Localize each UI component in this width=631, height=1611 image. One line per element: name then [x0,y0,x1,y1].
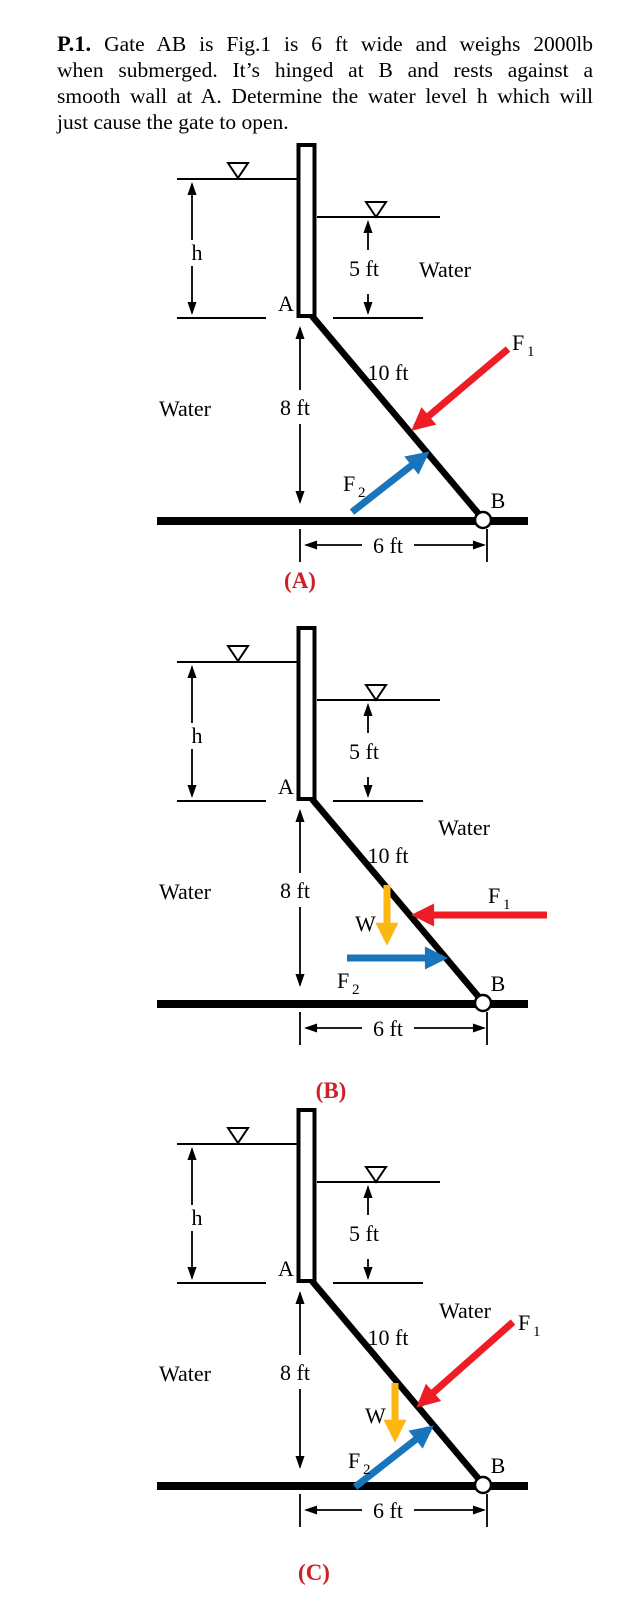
diagram-b-f2-subscript: 2 [352,982,360,998]
diagram-c-f2-label: F [348,1448,360,1473]
diagram-a-f2-force-arrow [349,451,430,515]
problem-line-4: just cause the gate to open. [57,110,289,134]
diagram-a: Water F 1 F 2 (A) [157,145,535,593]
diagram-a-base [157,145,528,562]
diagram-a-f2-subscript: 2 [358,485,366,501]
diagram-c-f1-label: F [518,1310,530,1335]
diagram-b-f1-label: F [488,883,500,908]
problem-line-1-text: Gate AB is Fig.1 is 6 ft wide and weighs… [104,32,594,56]
diagram-a-right-water-label: Water [419,257,472,282]
diagram-c-caption: (C) [298,1560,330,1585]
diagram-a-f2-label: F [343,471,355,496]
diagram-c-f2-force-arrow [352,1425,434,1490]
diagram-a-caption: (A) [284,568,316,593]
diagram-b-f1-subscript: 1 [503,897,511,913]
diagram-b-right-water-label: Water [438,815,491,840]
problem-line-1: P.1. Gate AB is Fig.1 is 6 ft wide and w… [57,31,593,57]
problem-number: P.1. [57,31,92,56]
diagram-b-weight-label: W [355,911,376,936]
problem-statement: P.1. Gate AB is Fig.1 is 6 ft wide and w… [57,31,593,135]
diagram-b: Water W F 1 F 2 (B) [157,628,547,1103]
diagram-a-f1-force-arrow [411,346,511,431]
diagram-c-right-water-label: Water [439,1298,492,1323]
diagram-c: Water F 1 W F 2 (C) [157,1110,541,1585]
problem-line-3: smooth wall at A. Determine the water le… [57,84,593,108]
diagram-b-f2-label: F [337,968,349,993]
diagram-a-f1-subscript: 1 [527,344,535,360]
diagram-c-f1-subscript: 1 [533,1324,541,1340]
diagram-c-f1-force-arrow [416,1319,516,1408]
diagram-c-weight-label: W [365,1403,386,1428]
diagram-c-f2-subscript: 2 [363,1462,371,1478]
diagram-a-f1-label: F [512,330,524,355]
diagram-b-caption: (B) [316,1078,347,1103]
problem-line-2: when submerged. It’s hinged at B and res… [57,58,593,82]
